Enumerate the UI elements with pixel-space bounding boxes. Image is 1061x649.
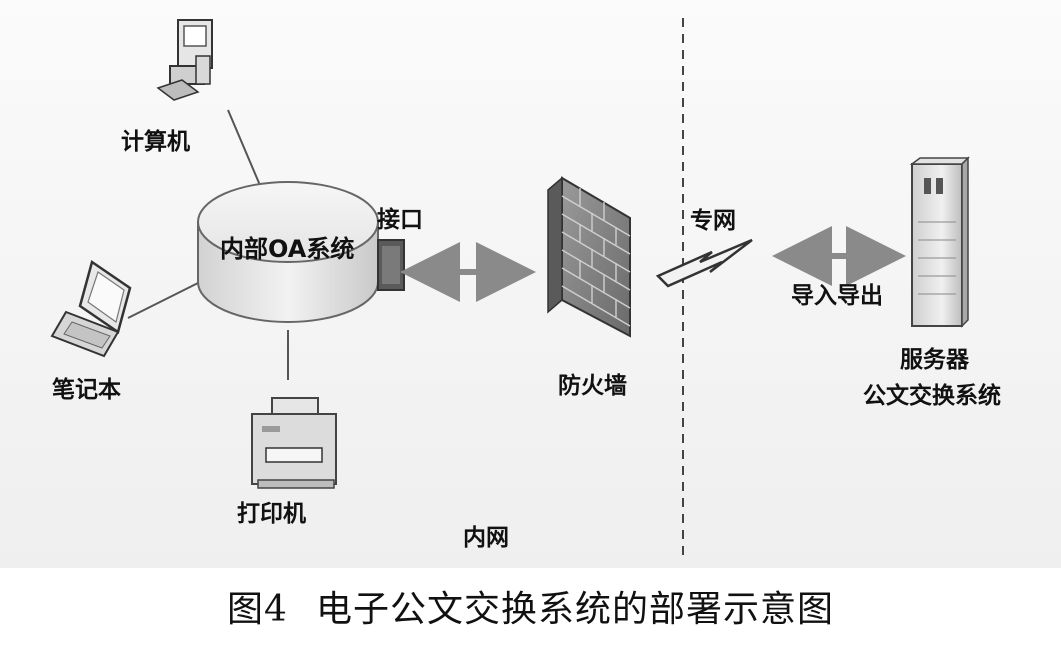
oa-database-icon xyxy=(197,181,379,323)
interface-label: 接口 xyxy=(377,207,423,233)
laptop-label: 笔记本 xyxy=(52,377,121,403)
intranet-label: 内网 xyxy=(463,525,509,551)
server-tower-icon xyxy=(909,156,970,328)
private-network-label: 专网 xyxy=(690,208,736,234)
computer-link-line xyxy=(227,109,263,191)
figure-title: 电子公文交换系统的部署示意图 xyxy=(315,589,834,630)
firewall-label: 防火墙 xyxy=(558,373,627,399)
printer-icon xyxy=(251,397,337,489)
laptop-icon xyxy=(50,259,132,358)
laptop-link-line xyxy=(127,281,201,319)
desktop-computer-icon xyxy=(156,19,213,101)
interface-port-icon xyxy=(377,239,405,291)
exchange-system-label: 公文交换系统 xyxy=(863,383,1001,409)
figure-number: 图4 xyxy=(227,589,288,630)
firewall-icon xyxy=(547,176,631,338)
server-label: 服务器 xyxy=(900,347,969,373)
oa-system-label: 内部OA系统 xyxy=(220,235,355,263)
figure-caption: 图4 电子公文交换系统的部署示意图 xyxy=(0,580,1061,632)
import-export-label: 导入导出 xyxy=(791,283,883,309)
printer-label: 打印机 xyxy=(237,501,306,527)
lightning-link-icon xyxy=(655,238,753,288)
computer-label: 计算机 xyxy=(121,129,190,155)
